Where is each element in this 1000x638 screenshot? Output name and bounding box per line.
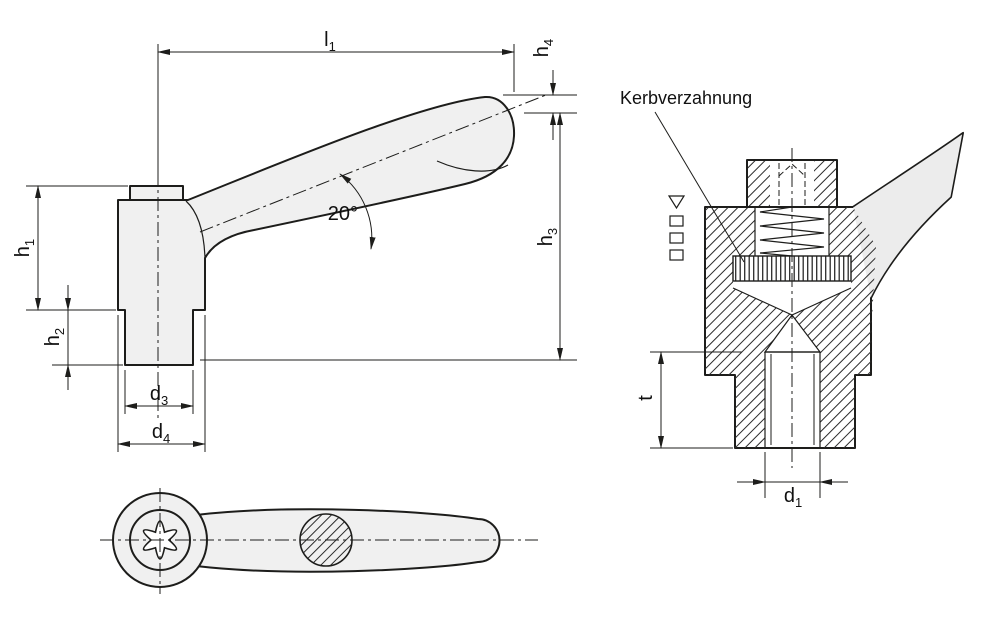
dim-d4: d4 [117,315,206,452]
ratchet-square [669,232,684,244]
angle-arc [339,173,376,250]
side-view: l1 h4 h3 h1 h2 [12,29,577,452]
dim-d3: d3 [124,370,194,414]
section-hatch-right [792,207,876,448]
section-hatch-left [705,207,792,448]
hub-front-edge [185,200,206,259]
dim-h3: h3 [200,112,577,361]
dim-h2: h2 [42,285,123,390]
dim-t: t [635,351,742,449]
angle-annotation: 20° [328,173,376,250]
handle-centerline [199,94,547,233]
kerbverzahnung-annotation: Kerbverzahnung [620,88,752,263]
screw-cap-hatch-left [748,161,770,206]
angle-label: 20° [328,203,358,225]
screw-cap-hatch-right [814,161,836,206]
dim-l1-label: l1 [324,29,336,54]
spring [759,206,825,257]
dim-h4: h4 [503,39,577,140]
hex-socket-top [778,163,806,177]
dim-h1: h1 [12,185,128,311]
section-handle [853,133,963,298]
ratchet-square [669,215,684,227]
dim-d1-label: d1 [784,485,802,510]
dim-h1-label: h1 [12,239,37,257]
ratchet-square [669,249,684,261]
dim-t-label: t [635,395,657,401]
dim-d3-label: d3 [150,383,168,408]
dim-h4-label: h4 [531,39,556,57]
ratchet-indicator [667,195,686,261]
ratchet-triangle [667,195,686,210]
grip-recess-line [436,160,509,172]
top-view [100,488,538,594]
dim-d1: d1 [737,452,848,510]
section-handle-edges [852,131,964,299]
section-view: Kerbverzahnung t d1 [620,88,964,510]
lever-side-outline [117,95,516,366]
hub-cap [129,185,184,201]
dim-d4-label: d4 [152,421,170,446]
dim-h3-label: h3 [535,228,560,246]
dim-l1: l1 [157,29,515,183]
kerbverzahnung-label: Kerbverzahnung [620,88,752,108]
dim-h2-label: h2 [42,328,67,346]
kerbverzahnung-leader [654,111,745,263]
